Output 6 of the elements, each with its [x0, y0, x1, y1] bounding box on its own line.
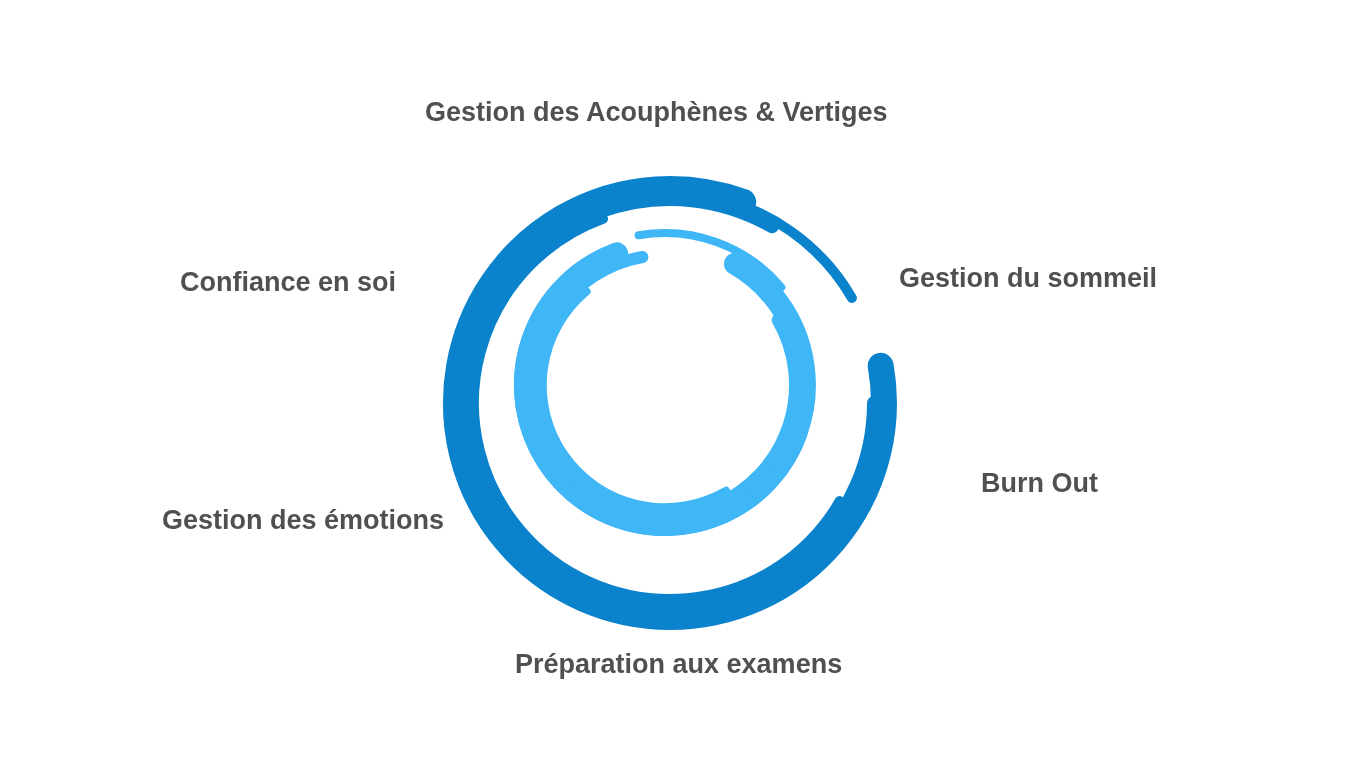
topic-label: Gestion des Acouphènes & Vertiges	[425, 96, 888, 129]
topic-label: Préparation aux examens	[515, 648, 843, 681]
topic-label: Gestion des émotions	[162, 504, 445, 537]
topic-label: Burn Out	[981, 467, 1098, 500]
topic-label: Confiance en soi	[180, 266, 397, 299]
topic-label: Gestion du sommeil	[899, 262, 1158, 295]
